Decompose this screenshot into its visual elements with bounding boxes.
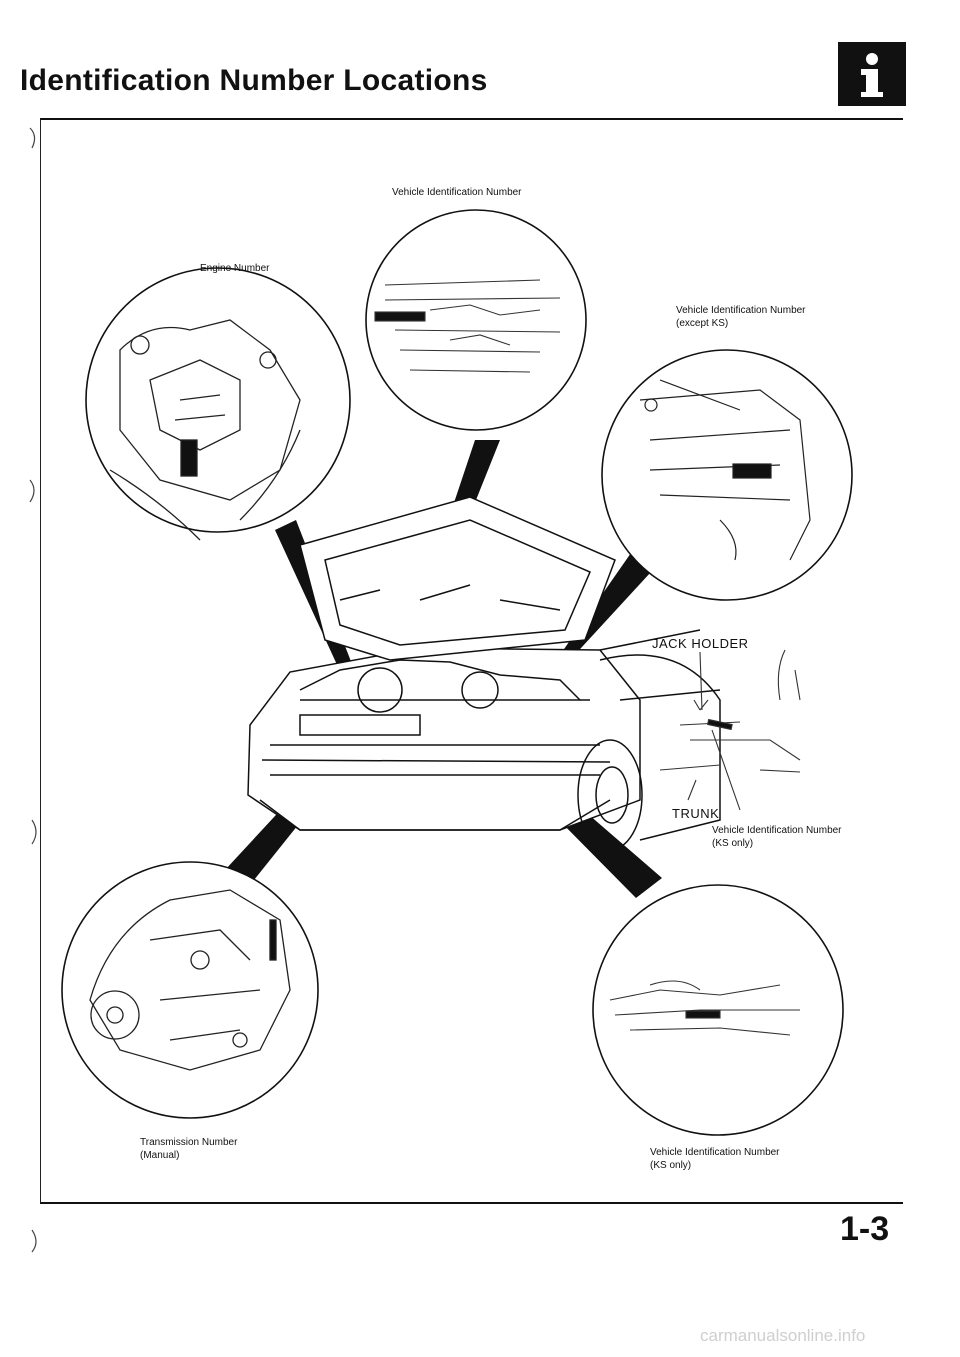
label-vin-except-ks-line2: (except KS) — [676, 318, 729, 329]
engine-detail — [109, 319, 301, 541]
label-jack-holder: JACK HOLDER — [652, 636, 749, 651]
label-transmission: Transmission Number (Manual) — [140, 1136, 237, 1162]
vehicle-illustration — [247, 496, 721, 851]
vin-ks-bottom-detail — [609, 980, 800, 1036]
label-vin-ks-mid-line1: Vehicle Identification Number — [712, 825, 842, 836]
label-vin-ks-bottom: Vehicle Identification Number (KS only) — [650, 1146, 780, 1172]
vin-top-callout — [365, 209, 587, 431]
jack-holder-detail — [659, 649, 801, 811]
label-vin-ks-mid-line2: (KS only) — [712, 838, 754, 849]
label-vin-ks-bottom-line2: (KS only) — [650, 1160, 692, 1171]
vin-except-ks-callout — [601, 349, 853, 601]
label-trunk: TRUNK — [672, 806, 720, 821]
label-vin-except-ks: Vehicle Identification Number (except KS… — [676, 304, 806, 330]
transmission-callout — [61, 861, 319, 1119]
label-transmission-line2: (Manual) — [140, 1150, 180, 1161]
transmission-detail — [89, 889, 291, 1071]
engine-number-callout — [85, 267, 351, 533]
vin-except-ks-detail — [639, 379, 811, 561]
label-transmission-line1: Transmission Number — [140, 1137, 238, 1148]
label-engine-number: Engine Number — [200, 263, 270, 274]
info-icon — [838, 42, 906, 106]
label-vin-except-ks-line1: Vehicle Identification Number — [676, 305, 806, 316]
label-vin-ks-mid: Vehicle Identification Number (KS only) — [712, 824, 842, 850]
footer-watermark: carmanualsonline.info — [700, 1326, 866, 1345]
content-frame — [40, 118, 903, 1204]
label-vin-ks-bottom-line1: Vehicle Identification Number — [650, 1147, 780, 1158]
label-vin-top: Vehicle Identification Number — [392, 187, 522, 198]
vin-top-detail — [374, 279, 561, 373]
page-title: Identification Number Locations — [20, 64, 488, 97]
margin-marks — [29, 127, 37, 1253]
page-number: 1-3 — [840, 1210, 890, 1248]
